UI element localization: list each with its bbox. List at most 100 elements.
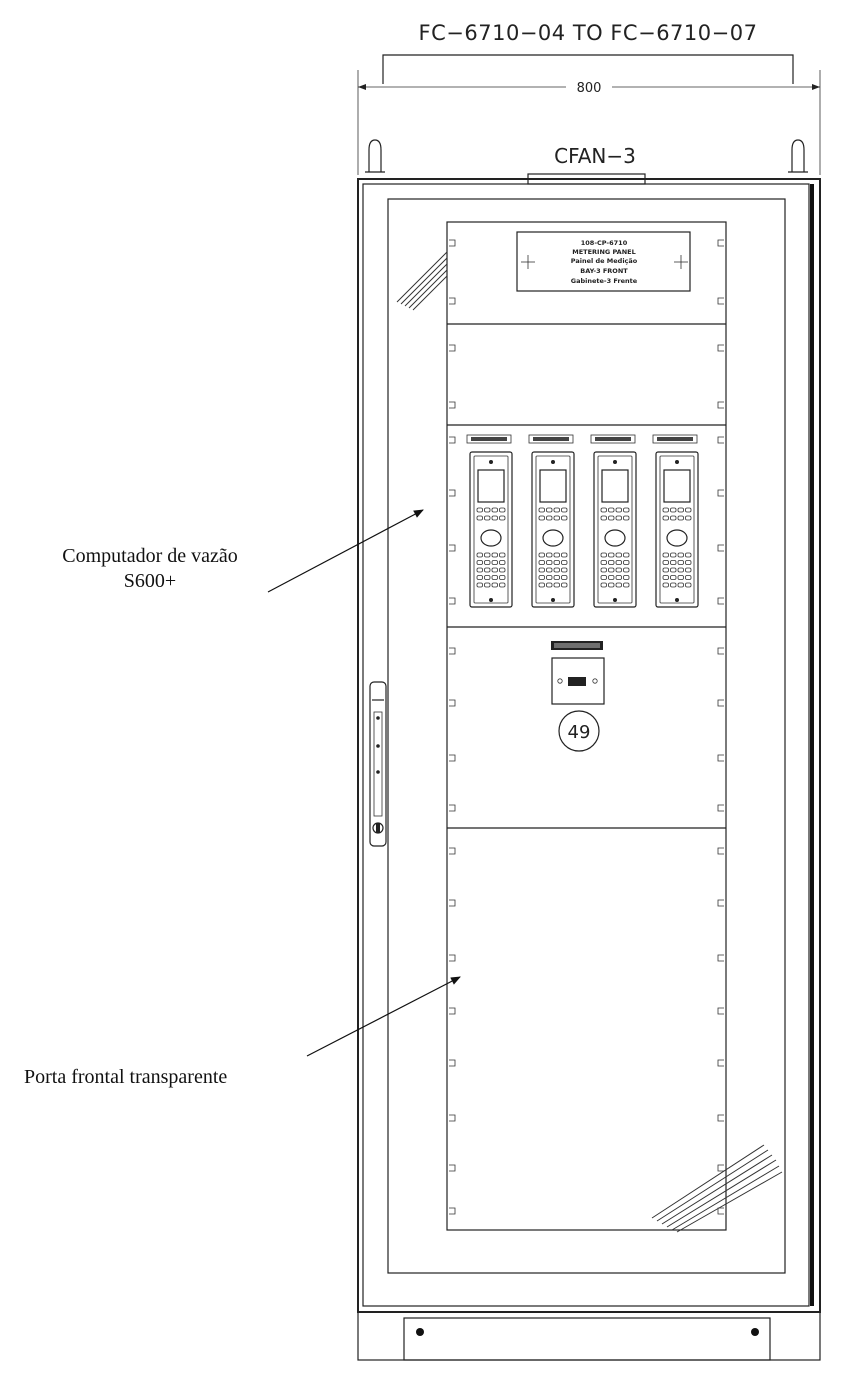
flow-computer-key — [491, 582, 498, 588]
width-dimension: 800 — [357, 70, 821, 175]
flow-computer-tag-text — [471, 437, 507, 441]
flow-computer-key — [538, 552, 545, 558]
flow-computer-key — [476, 575, 483, 580]
flow-computer-key — [685, 552, 692, 558]
flow-computer-button — [491, 507, 498, 513]
nameplate-crosshair-left — [521, 255, 535, 269]
glass-reflection-top-left — [396, 251, 448, 311]
flow-computer-key — [538, 567, 545, 573]
rail-slot-right — [717, 899, 724, 907]
flow-computer-unit — [590, 434, 637, 608]
rail-slot-left — [449, 1164, 456, 1172]
rail-slot-right — [717, 647, 724, 655]
flow-computer-body — [469, 451, 513, 608]
flow-computer-button — [600, 507, 607, 513]
flow-computer-key — [615, 552, 622, 558]
nameplate-line-4: BAY-3 FRONT — [580, 267, 628, 275]
flow-computer-button — [608, 507, 615, 513]
flow-computer-key — [484, 560, 491, 565]
annotation-arrow-flow-computer — [267, 509, 424, 593]
flow-computer-display — [539, 469, 567, 503]
rail-slot-left — [449, 804, 456, 812]
flow-computer-display — [601, 469, 629, 503]
nameplate-line-5: Gabinete-3 Frente — [571, 277, 638, 285]
switch-knob — [568, 677, 586, 686]
rack-rail-slots — [449, 239, 724, 1215]
flow-computer-key — [623, 552, 630, 558]
fc-range-label: FC−6710−04 TO FC−6710−07 — [419, 21, 758, 45]
flow-computer-tag-text — [533, 437, 569, 441]
flow-computer-screw — [613, 598, 617, 602]
flow-computer-button — [499, 515, 506, 521]
plinth-bolt-left — [416, 1328, 424, 1336]
rail-slot-left — [449, 401, 456, 409]
plinth-bolt-right — [751, 1328, 759, 1336]
rail-slot-right — [717, 597, 724, 605]
flow-computer-button — [662, 507, 669, 513]
flow-computer-nav-dial — [604, 529, 626, 547]
annotation-arrow-front-door — [306, 976, 461, 1057]
flow-computer-button — [677, 515, 684, 521]
flow-computer-key — [491, 575, 498, 580]
flow-computer-key — [491, 560, 498, 565]
flow-computer-screw — [675, 598, 679, 602]
rail-slot-left — [449, 1059, 456, 1067]
rail-slot-left — [449, 297, 456, 305]
flow-computer-led — [675, 460, 679, 464]
flow-computer-key — [615, 575, 622, 580]
nameplate: 108-CP-6710 METERING PANEL Painel de Med… — [516, 231, 691, 292]
flow-computer-key — [600, 582, 607, 588]
flow-computer-button — [553, 507, 560, 513]
flow-computer-key — [538, 575, 545, 580]
flow-computer-button — [670, 515, 677, 521]
flow-computer-unit — [652, 434, 699, 608]
flow-computer-key — [685, 567, 692, 573]
flow-computer-key — [476, 560, 483, 565]
flow-computer-key — [484, 575, 491, 580]
flow-computer-button — [561, 515, 568, 521]
flow-computer-button — [662, 515, 669, 521]
flow-computer-tag-text — [595, 437, 631, 441]
flow-computer-tag-text — [657, 437, 693, 441]
rail-slot-right — [717, 489, 724, 497]
flow-computer-button — [623, 515, 630, 521]
flow-computer-key — [553, 575, 560, 580]
flow-computer-key — [546, 552, 553, 558]
flow-computer-button — [499, 507, 506, 513]
flow-computers-s600 — [466, 434, 699, 608]
rail-slot-right — [717, 804, 724, 812]
rail-slot-right — [717, 436, 724, 444]
flow-computer-button — [670, 507, 677, 513]
flow-computer-key — [623, 560, 630, 565]
flow-computer-nav-dial — [480, 529, 502, 547]
annotation-front-door: Porta frontal transparente — [24, 1066, 227, 1088]
flow-computer-key — [615, 560, 622, 565]
flow-computer-button — [685, 507, 692, 513]
flow-computer-button — [677, 507, 684, 513]
flow-computer-key — [561, 582, 568, 588]
flow-computer-key — [670, 582, 677, 588]
flow-computer-key — [662, 575, 669, 580]
flow-computer-button — [615, 515, 622, 521]
flow-computer-key — [608, 560, 615, 565]
flow-computer-tag — [590, 434, 636, 444]
lifting-eye-left — [365, 139, 385, 173]
rail-slot-right — [717, 699, 724, 707]
mounting-plate — [446, 221, 727, 1231]
flow-computer-key — [677, 552, 684, 558]
nameplate-line-1: 108-CP-6710 — [581, 239, 628, 247]
rail-slot-right — [717, 401, 724, 409]
flow-computer-key — [499, 560, 506, 565]
rail-slot-right — [717, 239, 724, 247]
flow-computer-display — [477, 469, 505, 503]
flow-computer-key — [484, 567, 491, 573]
flow-computer-button — [484, 507, 491, 513]
flow-computer-key — [553, 567, 560, 573]
rail-slot-left — [449, 954, 456, 962]
flow-computer-key — [553, 560, 560, 565]
flow-computer-key — [553, 552, 560, 558]
flow-computer-key — [561, 575, 568, 580]
flow-computer-screw — [551, 598, 555, 602]
cabinet-plinth — [357, 1311, 821, 1361]
rail-slot-right — [717, 954, 724, 962]
